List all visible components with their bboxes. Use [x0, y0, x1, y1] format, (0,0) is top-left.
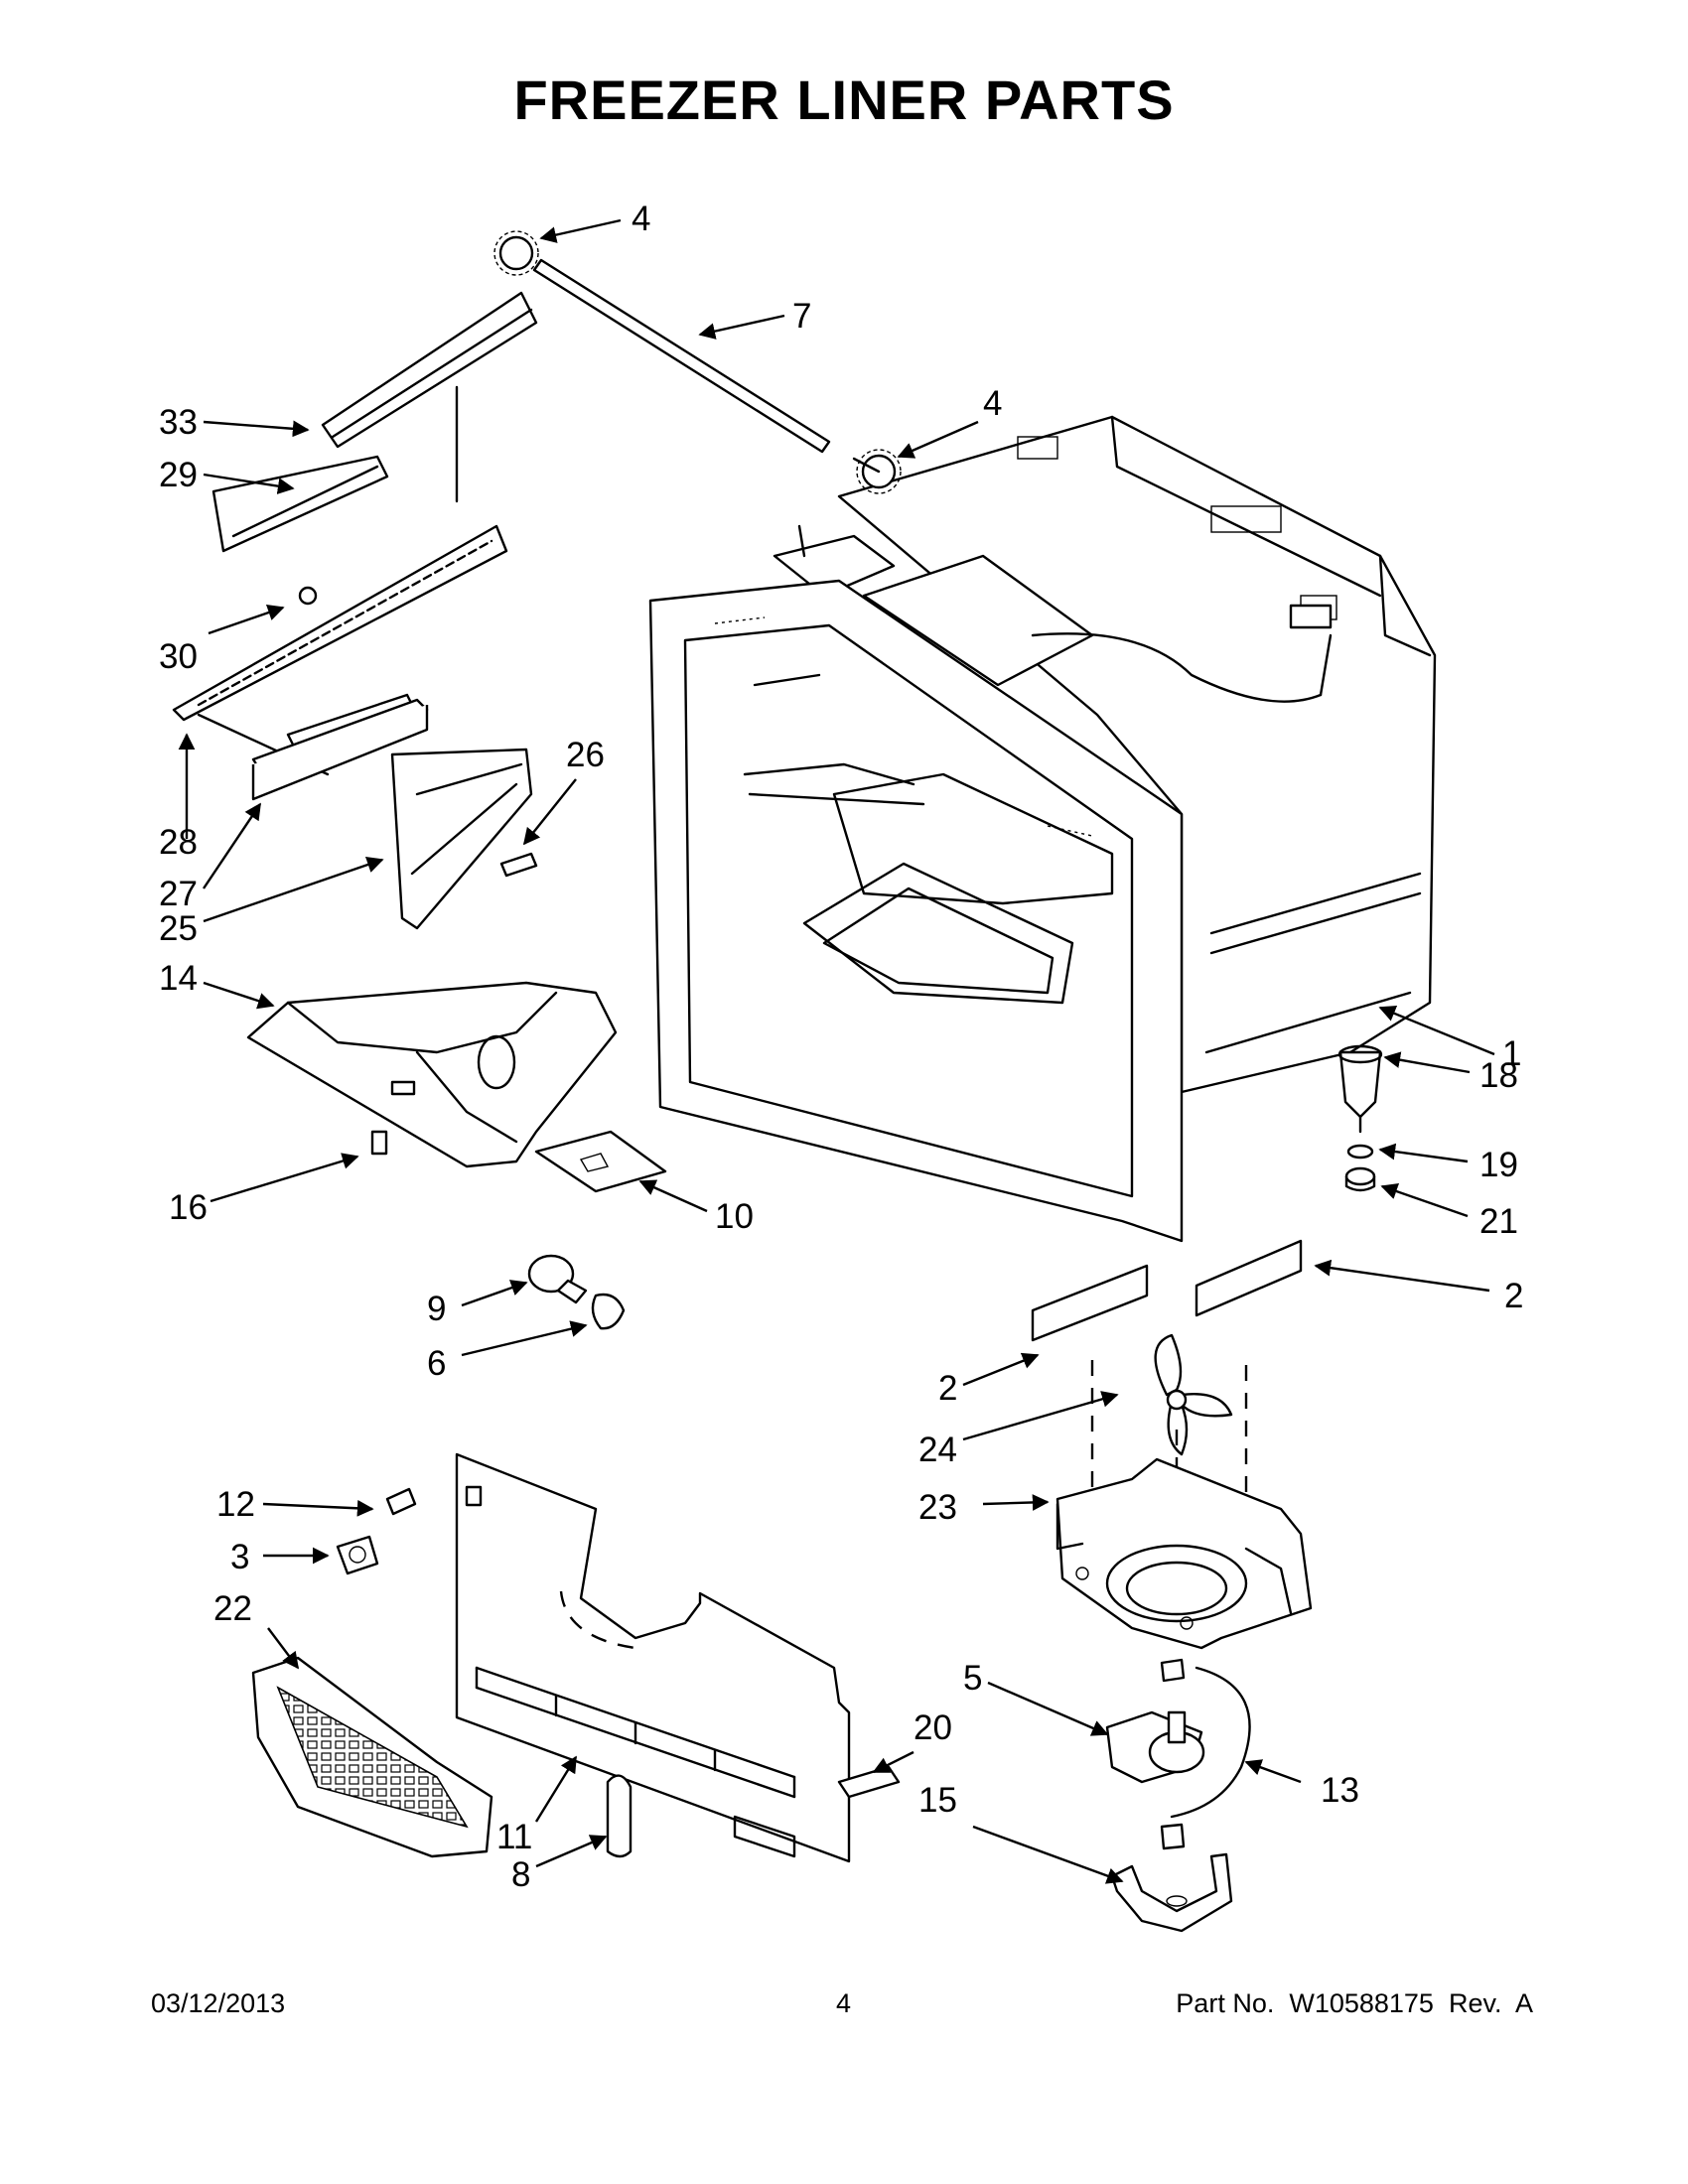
screw: [385, 1487, 417, 1516]
evaporator-clip: [606, 1774, 633, 1858]
callout-4: 4: [983, 384, 1002, 423]
vent-grille: [251, 1656, 493, 1858]
callout-13: 13: [1321, 1771, 1359, 1810]
evaporator-cover: [455, 1452, 851, 1863]
callout-29: 29: [159, 456, 198, 494]
callout-19: 19: [1479, 1146, 1518, 1184]
callout-5: 5: [963, 1659, 982, 1698]
switch: [370, 1130, 388, 1156]
callout-20: 20: [914, 1708, 952, 1747]
drawer-bracket: [390, 748, 538, 930]
footer-page-number: 4: [836, 1988, 852, 2018]
callout-7: 7: [792, 297, 811, 336]
drain-assembly: [1337, 1044, 1383, 1192]
light-bulb-socket: [527, 1254, 626, 1330]
air-duct-cover: [246, 981, 618, 1168]
callout-22: 22: [213, 1589, 252, 1628]
callout-2: 2: [938, 1369, 957, 1408]
callout-30: 30: [159, 637, 198, 676]
fan-housing: [1055, 1457, 1313, 1650]
callout-1: 1: [1502, 1034, 1521, 1073]
callout-labels: 4 7 4 33 29 30 26 28 27 25 14 1 18 19 21…: [159, 200, 1523, 1894]
callout-23: 23: [918, 1488, 957, 1527]
callout-16: 16: [169, 1188, 208, 1227]
freezer-liner: [648, 415, 1437, 1243]
label-sticker: [534, 1130, 667, 1193]
callout-24: 24: [918, 1431, 957, 1469]
fan-blade: [1154, 1333, 1233, 1456]
callout-6: 6: [427, 1344, 446, 1383]
callout-12: 12: [216, 1485, 255, 1524]
callout-26: 26: [566, 736, 605, 774]
callout-9: 9: [427, 1290, 446, 1328]
callout-4: 4: [632, 200, 650, 238]
callout-10: 10: [715, 1197, 754, 1236]
callout-3: 3: [230, 1538, 249, 1576]
callout-25: 25: [159, 909, 198, 948]
insulation-pad-right: [1195, 1239, 1303, 1317]
callout-21: 21: [1479, 1202, 1518, 1241]
insulation-pad-left: [1031, 1264, 1149, 1342]
callout-8: 8: [511, 1855, 530, 1894]
thermistor: [336, 1535, 379, 1575]
fan-motor-assembly: [1105, 1658, 1251, 1933]
page-title: FREEZER LINER PARTS: [513, 68, 1175, 131]
callout-11: 11: [496, 1818, 532, 1856]
slide-rail-assembly: [172, 291, 538, 801]
callout-2: 2: [1504, 1277, 1523, 1315]
callout-33: 33: [159, 403, 198, 442]
callout-14: 14: [159, 959, 198, 998]
gasket-strip: [837, 1765, 901, 1799]
footer-date: 03/12/2013: [151, 1988, 286, 2018]
callout-15: 15: [918, 1781, 957, 1820]
gear-axle-assembly: [493, 230, 902, 494]
callout-28: 28: [159, 823, 198, 862]
callout-27: 27: [159, 875, 198, 913]
footer-part-number: Part No. W10588175 Rev. A: [1176, 1988, 1533, 2018]
leader-lines: [178, 218, 1495, 1884]
callout-18: 18: [1479, 1056, 1518, 1095]
